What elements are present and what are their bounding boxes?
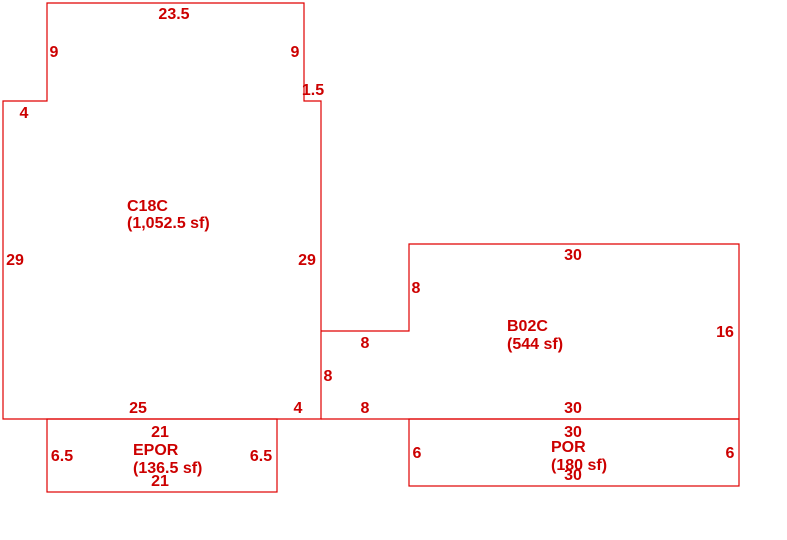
por-dim-left: 6 xyxy=(413,445,422,462)
c18c-area: (1,052.5 sf) xyxy=(127,215,210,232)
por-outline xyxy=(408,418,740,487)
c18c-dim-upper-left: 9 xyxy=(50,44,59,61)
por-dim-right: 6 xyxy=(726,445,735,462)
b02c-name: B02C xyxy=(507,318,548,335)
c18c-dim-upper-right: 9 xyxy=(291,44,300,61)
por-area: (180 sf) xyxy=(551,457,607,474)
b02c-dim-step: 8 xyxy=(361,335,370,352)
b02c-dim-right: 16 xyxy=(716,324,734,341)
por-name: POR xyxy=(551,439,586,456)
b02c-dim-bottom: 30 xyxy=(564,400,582,417)
b02c-dim-bottom-left: 8 xyxy=(361,400,370,417)
c18c-dim-bottom-right: 4 xyxy=(294,400,303,417)
c18c-dim-top: 23.5 xyxy=(158,6,189,23)
epor-name: EPOR xyxy=(133,442,179,459)
por-dim-top: 30 xyxy=(564,424,582,441)
epor-outline xyxy=(46,418,278,493)
c18c-dim-step-left: 4 xyxy=(20,105,29,122)
c18c-dim-step-right: 1.5 xyxy=(302,82,324,99)
c18c-name: C18C xyxy=(127,198,168,215)
por-dim-bottom: 30 xyxy=(564,467,582,484)
c18c-dim-bottom: 25 xyxy=(129,400,147,417)
epor-dim-bottom: 21 xyxy=(151,473,169,490)
b02c-dim-left: 8 xyxy=(324,368,333,385)
epor-dim-top: 21 xyxy=(151,424,169,441)
b02c-dim-top: 30 xyxy=(564,247,582,264)
b02c-dim-inner-left: 8 xyxy=(412,280,421,297)
epor-dim-right: 6.5 xyxy=(250,448,272,465)
epor-area: (136.5 sf) xyxy=(133,460,202,477)
c18c-dim-right: 29 xyxy=(298,252,316,269)
epor-dim-left: 6.5 xyxy=(51,448,73,465)
c18c-dim-left: 29 xyxy=(6,252,24,269)
b02c-area: (544 sf) xyxy=(507,336,563,353)
